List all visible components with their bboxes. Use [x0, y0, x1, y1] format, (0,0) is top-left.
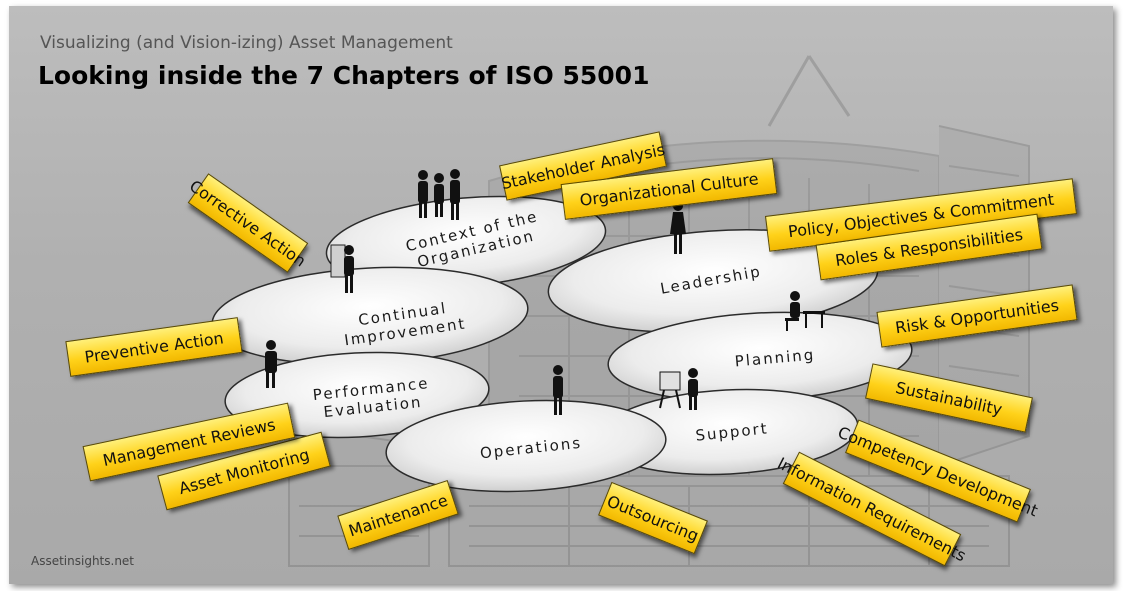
slide-subtitle: Visualizing (and Vision-izing) Asset Man…	[40, 33, 453, 53]
disk-operations	[385, 399, 667, 493]
presenter-figure-icon	[659, 368, 698, 410]
chapter-disks	[211, 195, 913, 493]
slide: Visualizing (and Vision-izing) Asset Man…	[9, 6, 1113, 584]
people-silhouettes	[265, 169, 825, 415]
kiosk-figure-icon	[330, 244, 354, 293]
group-figures-icon	[418, 169, 460, 220]
footer-site: Assetinsights.net	[31, 554, 135, 568]
evaluator-figure-icon	[265, 340, 277, 388]
slide-title: Looking inside the 7 Chapters of ISO 550…	[38, 61, 650, 90]
operator-figure-icon	[553, 365, 563, 415]
desk-worker-icon	[785, 291, 825, 331]
